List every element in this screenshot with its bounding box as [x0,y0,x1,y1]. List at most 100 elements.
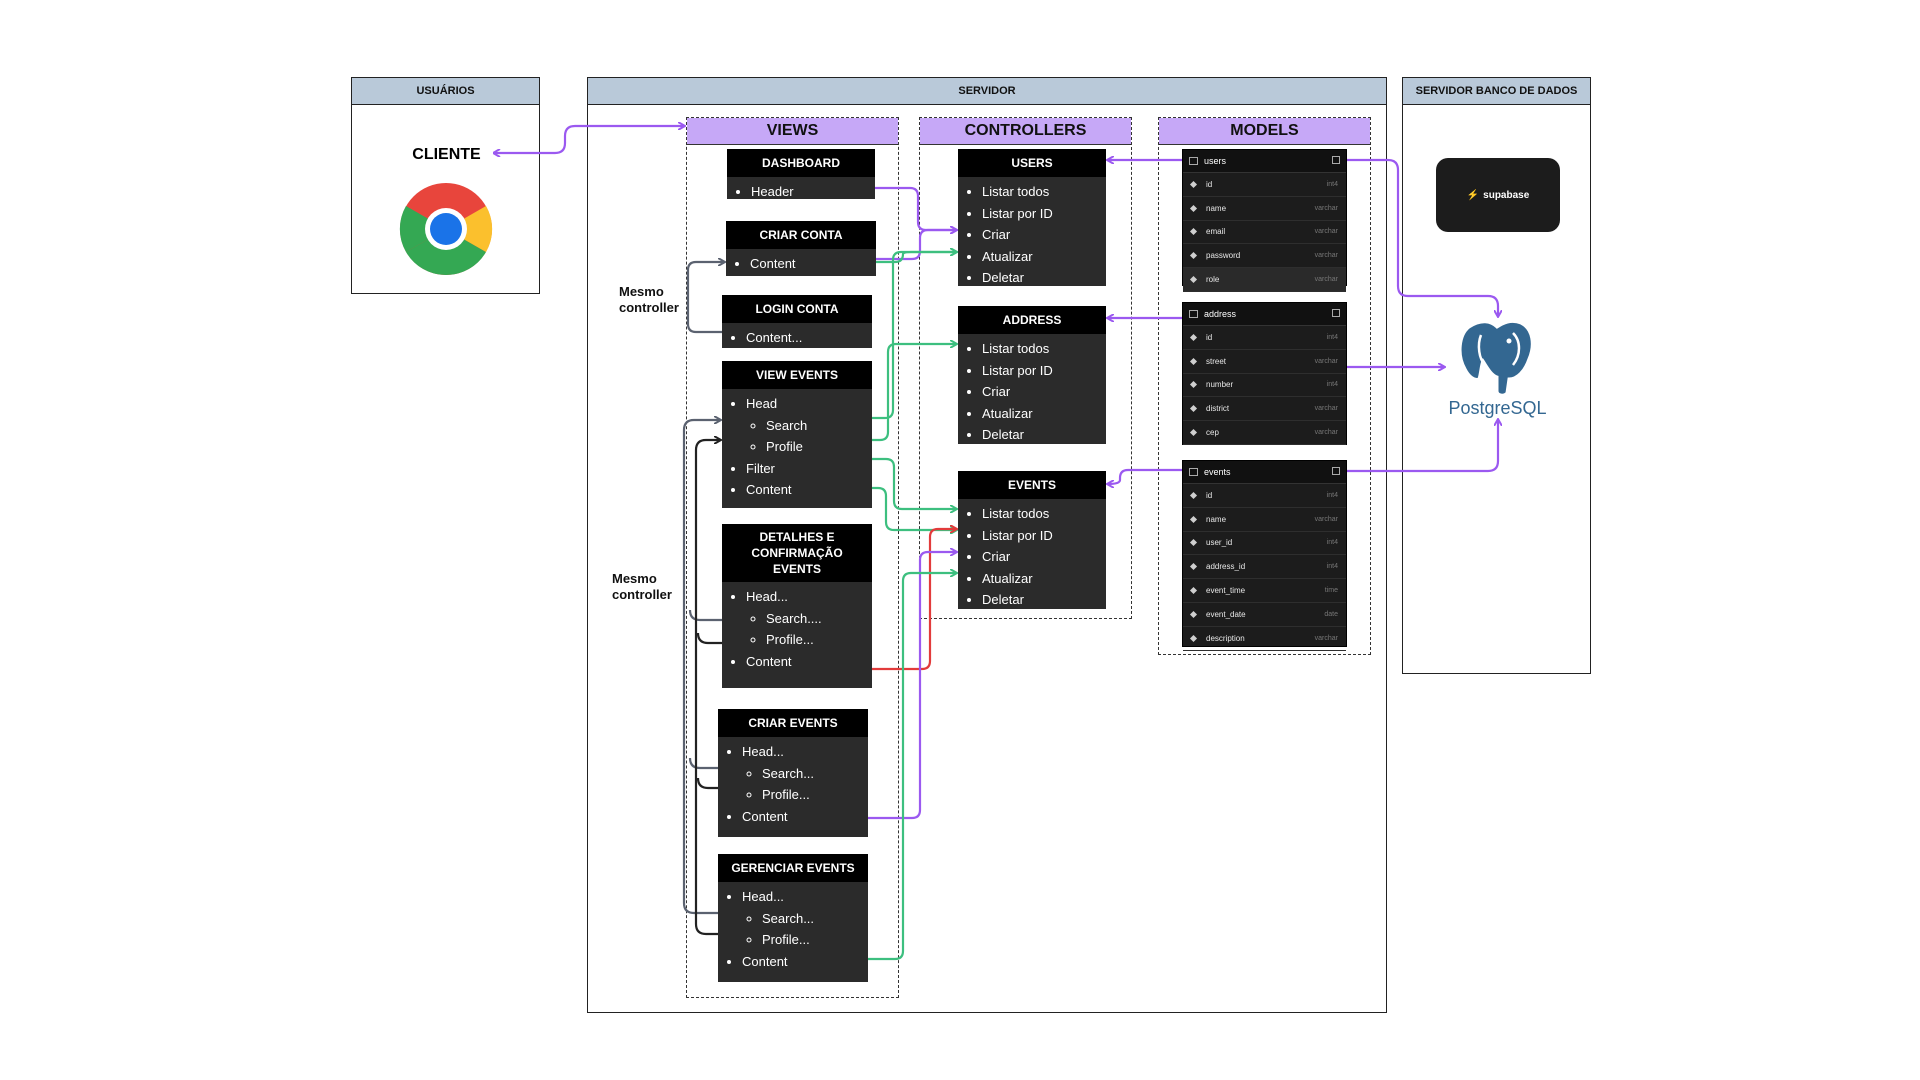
view-subitem: Search [766,415,872,437]
model-table-header: events [1183,461,1346,484]
arrow-view-events-users [872,252,956,420]
servidor-title: SERVIDOR [588,78,1386,105]
view-card-criar-events[interactable]: CRIAR EVENTS Head... Search... Profile..… [718,709,868,837]
arrow-view-events-content [872,486,956,530]
view-subitem: Profile [766,436,872,458]
models-column: MODELS [1158,117,1371,655]
view-item: Header [751,181,875,203]
controller-card-title: EVENTS [958,471,1106,499]
arrow-criar-conta-users [876,230,956,261]
view-card-title: CRIAR EVENTS [718,709,868,737]
controller-item: Deletar [982,267,1106,289]
arrow-gray-detalhes [688,609,722,622]
controller-item: Deletar [982,589,1106,611]
view-card-login-conta[interactable]: LOGIN CONTA Content... [722,295,872,348]
view-card-detalhes[interactable]: DETALHES E CONFIRMAÇÃO EVENTS Head... Se… [722,524,872,688]
arrow-black-detalhes [696,632,722,645]
arrow-cliente-views [494,126,684,153]
view-item: Filter [746,458,872,480]
models-title: MODELS [1159,118,1370,145]
postgres-label: PostgreSQL [1448,398,1547,418]
supabase-bolt-icon: ⚡ [1466,189,1480,201]
arrow-view-events-address [872,344,956,442]
arrow-gerenciar-events [868,573,956,961]
mesmo-controller-note-1: Mesmo controller [619,284,679,315]
view-item: Content... [746,327,872,349]
view-card-gerenciar-events[interactable]: GERENCIAR EVENTS Head... Search... Profi… [718,854,868,982]
arrow-view-events-filter [872,457,956,509]
table-icon [1189,468,1198,476]
controllers-title: CONTROLLERS [920,118,1131,145]
view-card-title: DASHBOARD [727,149,875,177]
views-column: VIEWS [686,117,899,998]
chrome-icon [399,183,493,276]
model-table-header: address [1183,303,1346,326]
view-item: Content [746,651,872,673]
usuarios-panel: USUÁRIOS CLIENTE [351,77,540,294]
view-item: Head... Search... Profile... [742,886,868,951]
external-link-icon[interactable] [1332,309,1340,317]
controllers-column: CONTROLLERS [919,117,1132,619]
arrow-mesmo-controller-2 [682,420,720,915]
arrow-criar-events-events [868,552,956,820]
view-item: Content [750,253,876,275]
view-card-dashboard[interactable]: DASHBOARD Header [727,149,875,199]
view-card-view-events[interactable]: VIEW EVENTS Head Search Profile Filter C… [722,361,872,508]
postgres-elephant-icon [1458,319,1534,397]
controller-item: Listar todos [982,338,1106,360]
controller-item: Listar todos [982,503,1106,525]
usuarios-title: USUÁRIOS [352,78,539,105]
view-item: Head... Search.... Profile... [746,586,872,651]
view-card-title: LOGIN CONTA [722,295,872,323]
view-card-title: DETALHES E CONFIRMAÇÃO EVENTS [722,524,872,582]
cliente-label: CLIENTE [412,146,481,163]
view-card-criar-conta[interactable]: CRIAR CONTA Content [726,221,876,276]
view-item: Content [742,951,868,973]
controller-item: Criar [982,546,1106,568]
banco-panel: SERVIDOR BANCO DE DADOS ⚡supabase Postgr… [1402,77,1591,674]
controller-card-events[interactable]: EVENTS Listar todos Listar por ID Criar … [958,471,1106,609]
external-link-icon[interactable] [1332,156,1340,164]
controller-item: Listar por ID [982,203,1106,225]
arrow-detalhes-events [872,529,956,671]
controller-card-users[interactable]: USERS Listar todos Listar por ID Criar A… [958,149,1106,286]
arrow-gray-criar [688,757,718,770]
view-card-title: CRIAR CONTA [726,221,876,249]
view-item: Head... Search... Profile... [742,741,868,806]
model-table-name: users [1204,156,1227,166]
supabase-text: supabase [1483,189,1530,201]
model-table-name: events [1204,467,1231,477]
table-icon [1189,157,1198,165]
view-subitem: Search... [762,908,868,930]
supabase-logo: ⚡supabase [1436,158,1560,232]
view-item: Content [742,806,868,828]
view-card-title: VIEW EVENTS [722,361,872,389]
controller-card-address[interactable]: ADDRESS Listar todos Listar por ID Criar… [958,306,1106,444]
view-subitem: Profile... [766,629,872,651]
view-item: Head Search Profile [746,393,872,458]
view-subitem: Search... [762,763,868,785]
view-subitem: Profile... [762,784,868,806]
table-icon [1189,310,1198,318]
controller-item: Criar [982,381,1106,403]
view-subitem: Profile... [762,929,868,951]
arrow-users-postgres [1347,158,1498,316]
external-link-icon[interactable] [1332,467,1340,475]
view-subitem: Search.... [766,608,872,630]
